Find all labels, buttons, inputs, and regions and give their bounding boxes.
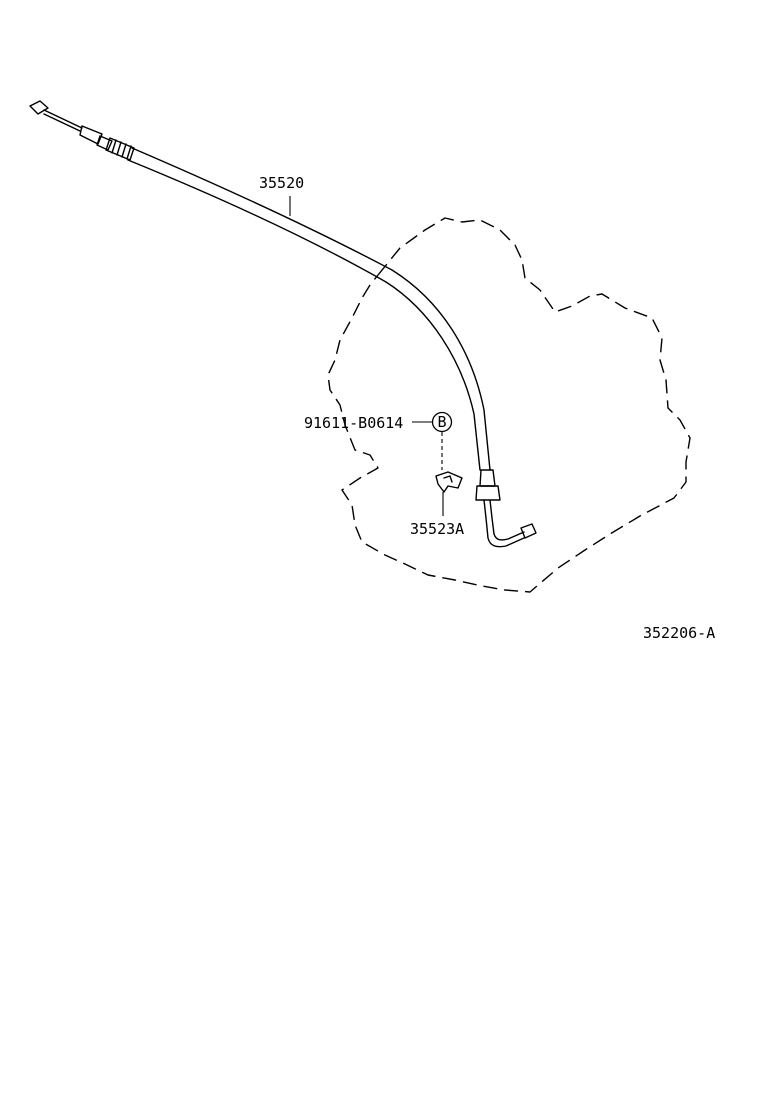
callout-35520: 35520: [259, 174, 304, 192]
bolt-marker-label: B: [437, 413, 446, 431]
transmission-outline: [327, 217, 691, 593]
leader-lines: [289, 196, 444, 516]
transmission-control-cable: [29, 100, 537, 548]
cable-end-eye: [29, 100, 49, 115]
cable-lower-fitting: [475, 485, 501, 501]
cable-lower-end: [520, 523, 537, 539]
callout-35523a: 35523A: [410, 520, 464, 538]
callout-91611-b0614: 91611-B0614: [304, 414, 403, 432]
cable-clamp: [435, 471, 463, 493]
figure-code: 352206-A: [643, 624, 715, 642]
bolt-marker-b: B: [431, 411, 453, 433]
